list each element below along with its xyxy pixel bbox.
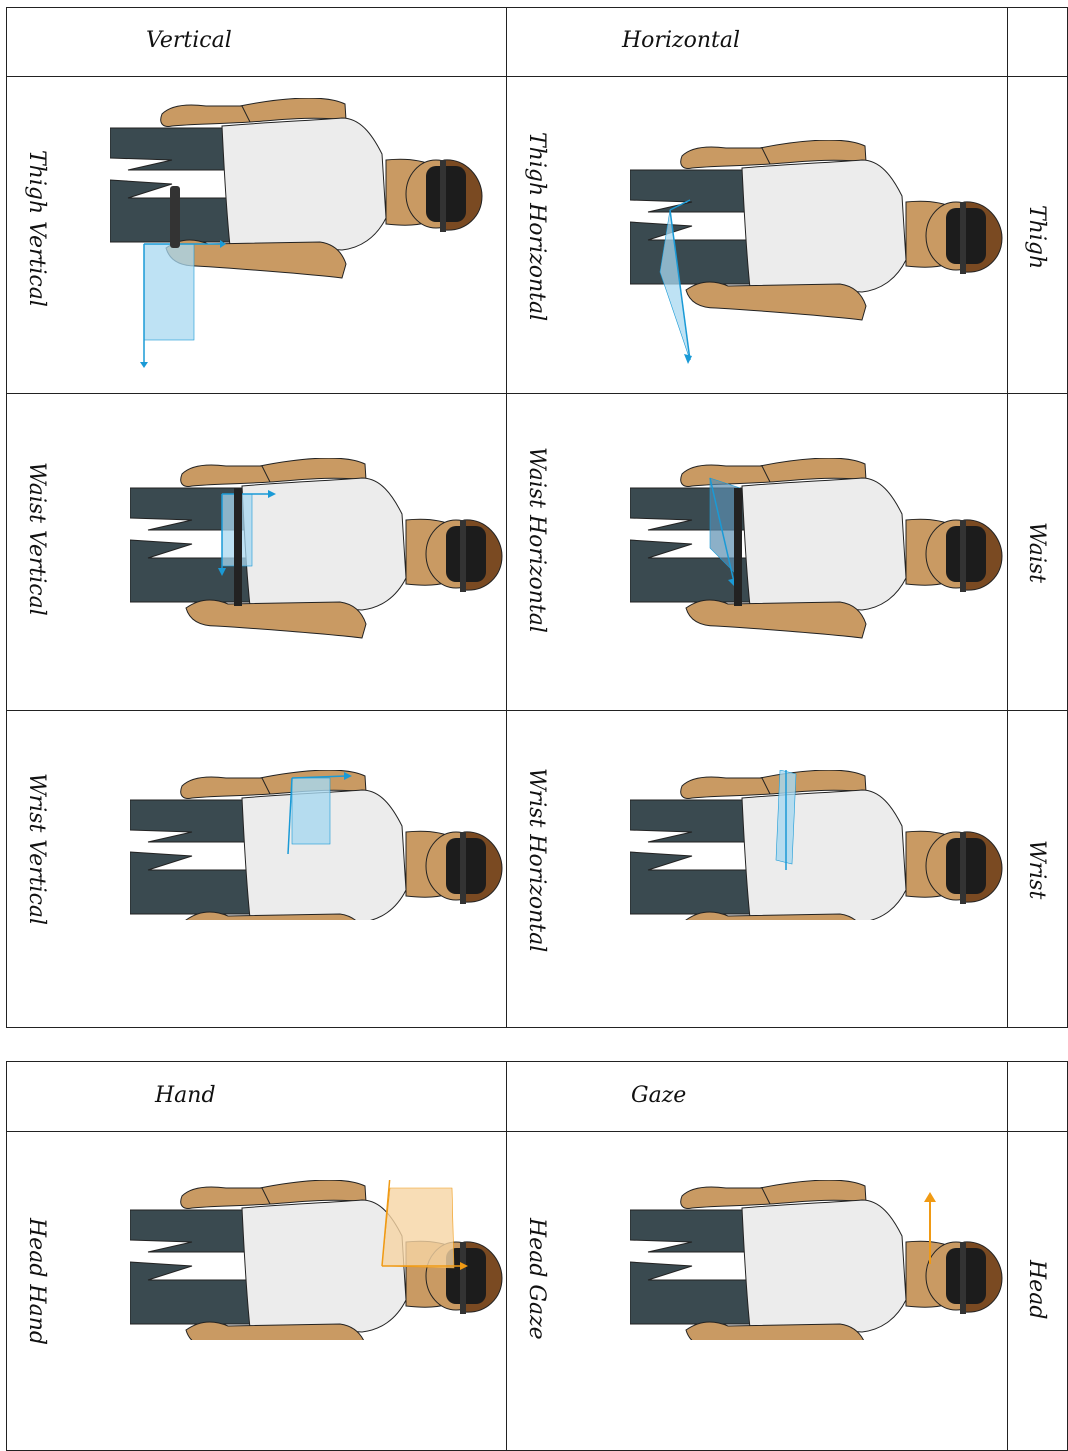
illustration-wrist-vertical <box>130 770 510 920</box>
cell-label-thigh-vertical: Thigh Vertical <box>24 150 49 307</box>
illustration-head-gaze <box>630 1180 1010 1340</box>
illustration-waist-horizontal <box>630 458 1010 658</box>
illustration-waist-vertical <box>130 458 510 658</box>
row-label-wrist: Wrist <box>1024 840 1049 899</box>
table-1-divider-row <box>6 710 1068 711</box>
column-header-horizontal: Horizontal <box>622 28 740 53</box>
illustration-thigh-horizontal <box>630 140 1010 370</box>
column-header-vertical: Vertical <box>146 28 232 53</box>
cell-label-thigh-horizontal: Thigh Horizontal <box>524 132 549 321</box>
illustration-wrist-horizontal <box>630 770 1010 920</box>
illustration-thigh-vertical <box>110 98 490 378</box>
table-2-divider-row <box>6 1131 1068 1132</box>
cell-label-wrist-horizontal: Wrist Horizontal <box>524 768 549 952</box>
cell-label-waist-horizontal: Waist Horizontal <box>524 447 549 633</box>
cell-label-head-gaze: Head Gaze <box>524 1218 549 1340</box>
cell-label-wrist-vertical: Wrist Vertical <box>24 773 49 925</box>
column-header-hand: Hand <box>155 1083 216 1108</box>
cell-label-head-hand: Head Hand <box>24 1218 49 1345</box>
table-1-divider-row <box>6 76 1068 77</box>
row-label-head: Head <box>1024 1260 1049 1319</box>
column-header-gaze: Gaze <box>631 1083 686 1108</box>
illustration-head-hand <box>130 1180 510 1340</box>
row-label-waist: Waist <box>1024 522 1049 583</box>
row-label-thigh: Thigh <box>1024 205 1049 269</box>
table-1-divider-row <box>6 393 1068 394</box>
cell-label-waist-vertical: Waist Vertical <box>24 462 49 616</box>
